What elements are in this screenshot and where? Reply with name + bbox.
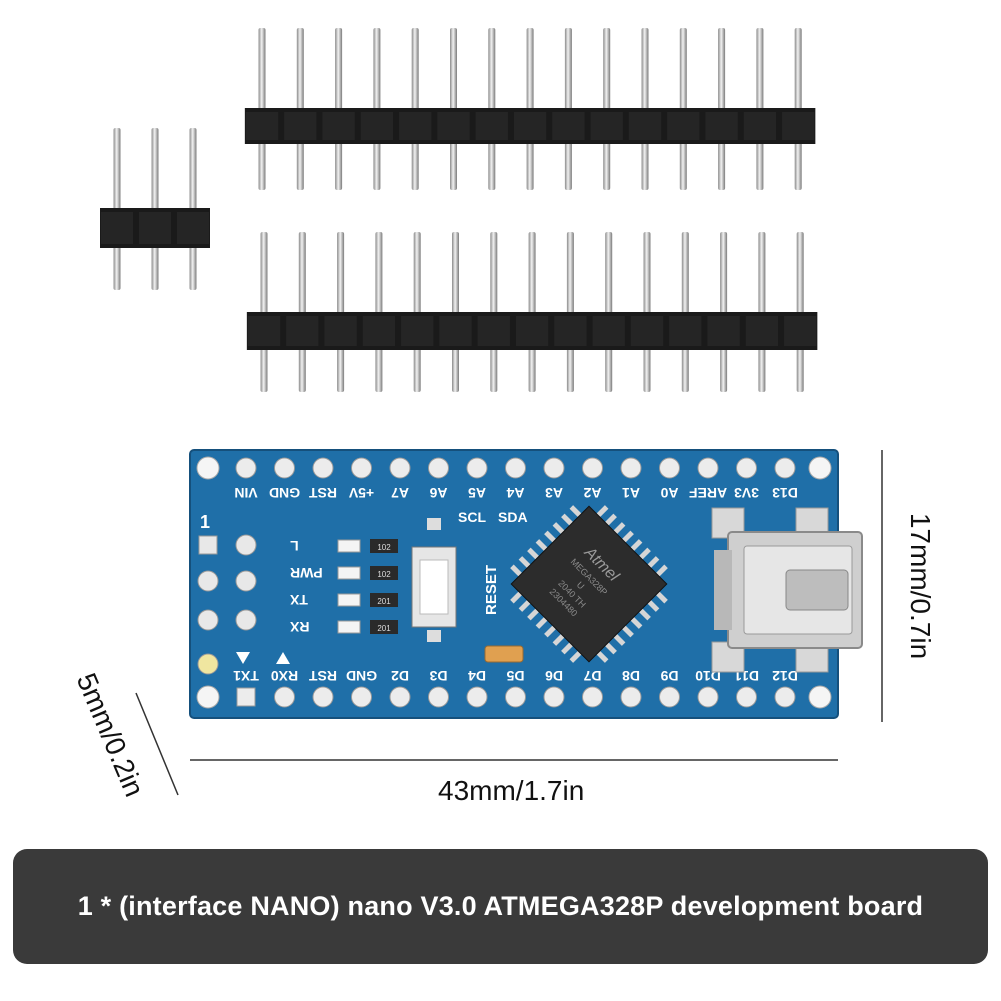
top-pin-label: A5 xyxy=(468,485,486,501)
caption-bar: 1 * (interface NANO) nano V3.0 ATMEGA328… xyxy=(13,849,988,964)
resonator xyxy=(484,645,524,663)
bottom-pin-label: D5 xyxy=(506,668,524,684)
bottom-pin-label: RST xyxy=(309,668,337,684)
led-label: TX xyxy=(289,592,308,608)
top-pin-label: A0 xyxy=(660,485,678,501)
mini-usb-connector xyxy=(711,507,863,673)
reset-label: RESET xyxy=(483,565,500,615)
top-pin-label: A2 xyxy=(583,485,601,501)
header-strip-3-pin xyxy=(100,128,210,290)
bottom-pin-label: D7 xyxy=(583,668,601,684)
top-pin-label: D13 xyxy=(772,485,798,501)
nano-board: VIN GND RST +5V A7 A6 A5 A4 A3 A2 A1 A0 AREF 3V3 D13 T… xyxy=(189,449,863,719)
top-pin-label: GND xyxy=(269,485,300,501)
bottom-pin-label: D6 xyxy=(545,668,563,684)
header-strip-15-pin-bottom xyxy=(246,232,818,392)
resistor-code: 102 xyxy=(377,570,391,579)
bottom-pin-label: D2 xyxy=(391,668,409,684)
top-pin-label: 3V3 xyxy=(734,485,759,501)
header-strip-15-pin-top xyxy=(244,28,816,190)
top-pin-labels: VIN GND RST +5V A7 A6 A5 A4 A3 A2 A1 A0 AREF 3V3 D13 xyxy=(234,485,798,501)
bottom-pin-label: D12 xyxy=(772,668,798,684)
dimension-length: 43mm/1.7in xyxy=(438,775,585,806)
resistor-code: 201 xyxy=(377,624,391,633)
top-pin-label: A6 xyxy=(429,485,447,501)
top-pin-label: VIN xyxy=(234,485,257,501)
bottom-pin-label: RX0 xyxy=(271,668,298,684)
pin1-marker: 1 xyxy=(200,512,210,532)
top-pin-label: A4 xyxy=(506,485,524,501)
top-pin-label: A3 xyxy=(545,485,563,501)
led-label: PWR xyxy=(290,565,323,581)
top-pin-label: A1 xyxy=(622,485,640,501)
i2c-label-scl: SCL xyxy=(458,509,486,525)
led-label: RX xyxy=(289,619,309,635)
pin-headers xyxy=(100,28,818,392)
bottom-pin-label: D4 xyxy=(468,668,486,684)
top-pin-pads xyxy=(235,457,796,479)
bottom-pin-label: GND xyxy=(346,668,377,684)
bottom-pin-label: D3 xyxy=(429,668,447,684)
top-pin-label: AREF xyxy=(689,485,728,501)
icsp-pads xyxy=(197,534,257,675)
svg-text:U: U xyxy=(575,580,587,592)
resistor-code: 102 xyxy=(377,543,391,552)
atmega328p-chip: Atmel MEGA328P U 2040 TH 2304480 xyxy=(510,505,668,663)
product-caption: 1 * (interface NANO) nano V3.0 ATMEGA328… xyxy=(77,891,924,921)
bottom-pin-label: D8 xyxy=(622,668,640,684)
bottom-pin-pads xyxy=(236,686,796,708)
top-pin-label: RST xyxy=(309,485,337,501)
top-pin-label: +5V xyxy=(348,485,374,501)
reset-button xyxy=(411,518,457,642)
top-pin-label: A7 xyxy=(391,485,409,501)
led-label: L xyxy=(290,538,299,554)
bottom-pin-label: TX1 xyxy=(233,668,259,684)
i2c-label-sda: SDA xyxy=(498,509,528,525)
bottom-pin-label: D9 xyxy=(660,668,678,684)
resistor-code: 201 xyxy=(377,597,391,606)
dimension-lines xyxy=(135,450,883,796)
dimension-width: 17mm/0.7in xyxy=(905,512,936,660)
